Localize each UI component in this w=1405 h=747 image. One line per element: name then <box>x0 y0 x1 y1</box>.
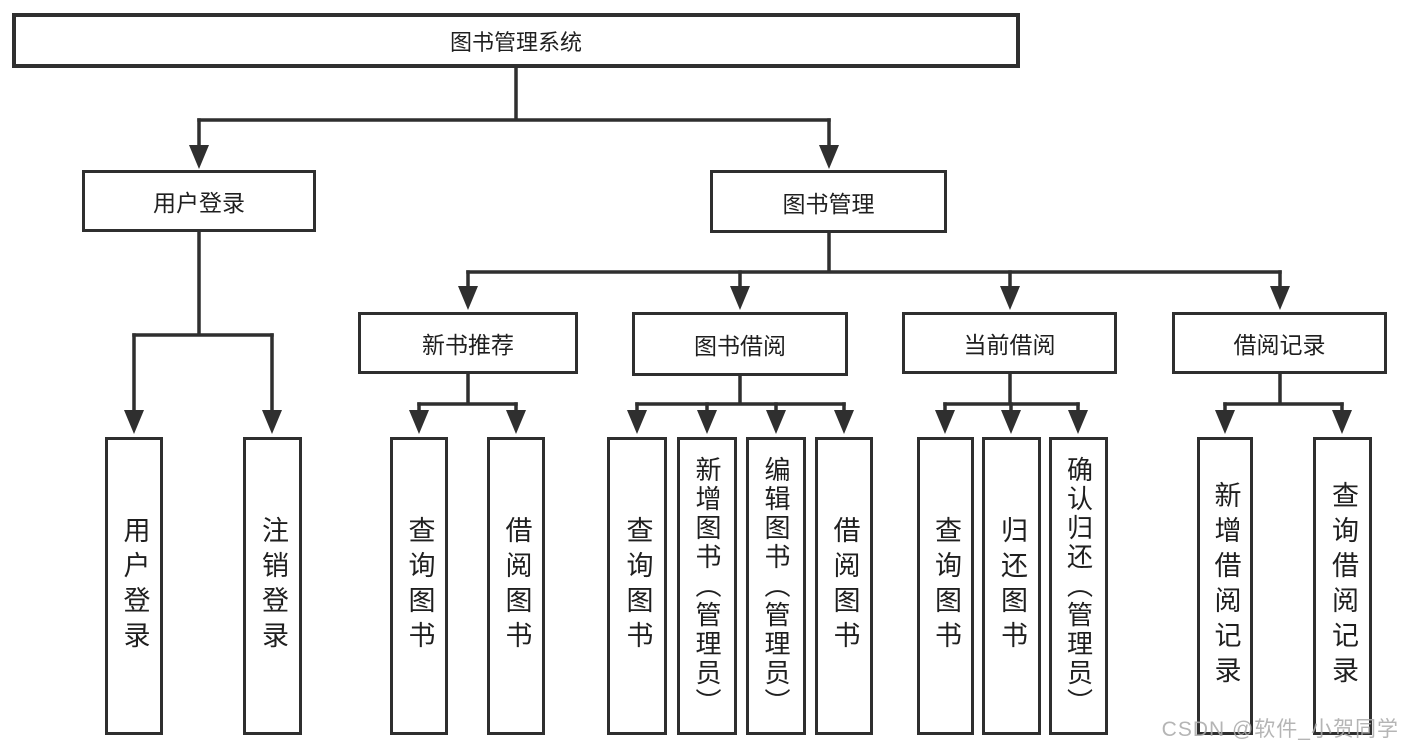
leaf-label: 用户登录 <box>119 516 150 656</box>
connector-bus-new-book <box>417 372 518 406</box>
leaf-user-login: 用户登录 <box>105 437 163 735</box>
node-book-borrowing: 图书借阅 <box>632 312 848 376</box>
leaf-label: 查询图书 <box>931 516 961 656</box>
leaf-label: 编辑图书（管理员） <box>761 455 791 717</box>
node-label: 当前借阅 <box>963 332 1056 358</box>
connector-bus-root <box>197 66 831 122</box>
csdn-watermark: CSDN @软件_小贺同学 <box>1161 718 1399 741</box>
leaf-label: 新增图书（管理员） <box>692 455 722 717</box>
node-library-management-system: 图书管理系统 <box>12 13 1020 68</box>
leaf-label: 确认归还（管理员） <box>1063 455 1094 717</box>
node-new-book-recommend: 新书推荐 <box>358 312 578 374</box>
node-user-login-group: 用户登录 <box>82 170 316 232</box>
node-label: 用户登录 <box>153 190 245 216</box>
leaf-label: 借阅图书 <box>829 516 860 656</box>
node-label: 图书借阅 <box>694 333 786 359</box>
node-label: 新书推荐 <box>422 332 514 358</box>
leaf-label: 查询借阅记录 <box>1328 481 1358 691</box>
node-label: 图书管理系统 <box>449 29 582 55</box>
leaf-label: 注销登录 <box>258 516 288 656</box>
connector-bus-borrow-records <box>1223 372 1344 406</box>
node-label: 借阅记录 <box>1233 332 1326 358</box>
leaf-query-books-recommend: 查询图书 <box>390 437 448 735</box>
leaf-label: 查询图书 <box>622 516 653 656</box>
leaf-return-books: 归还图书 <box>982 437 1041 735</box>
leaf-label: 查询图书 <box>404 516 435 656</box>
node-current-borrowing: 当前借阅 <box>902 312 1117 374</box>
node-borrowing-records: 借阅记录 <box>1172 312 1387 374</box>
arrow-shafts <box>132 118 1344 414</box>
leaf-label: 新增借阅记录 <box>1210 481 1241 691</box>
leaf-add-borrow-record: 新增借阅记录 <box>1197 437 1253 735</box>
leaf-edit-books-admin: 编辑图书（管理员） <box>746 437 806 735</box>
node-label: 图书管理 <box>782 190 875 217</box>
leaf-add-books-admin: 新增图书（管理员） <box>677 437 737 735</box>
connector-bus-user-login <box>132 230 274 337</box>
leaf-logout: 注销登录 <box>243 437 302 735</box>
connector-bus-book-management <box>466 231 1282 274</box>
connector-bus-current-borrow <box>943 372 1080 406</box>
leaf-confirm-return-admin: 确认归还（管理员） <box>1049 437 1108 735</box>
node-book-management-group: 图书管理 <box>710 170 947 233</box>
connector-bus-book-borrow <box>635 372 846 406</box>
leaf-label: 归还图书 <box>997 516 1027 656</box>
leaf-query-borrow-record: 查询借阅记录 <box>1313 437 1372 735</box>
leaf-borrow-books-recommend: 借阅图书 <box>487 437 545 735</box>
leaf-query-books-borrow: 查询图书 <box>607 437 667 735</box>
leaf-query-books-current: 查询图书 <box>917 437 974 735</box>
arrowheads <box>124 145 1352 434</box>
leaf-borrow-books: 借阅图书 <box>815 437 873 735</box>
leaf-label: 借阅图书 <box>501 516 532 656</box>
